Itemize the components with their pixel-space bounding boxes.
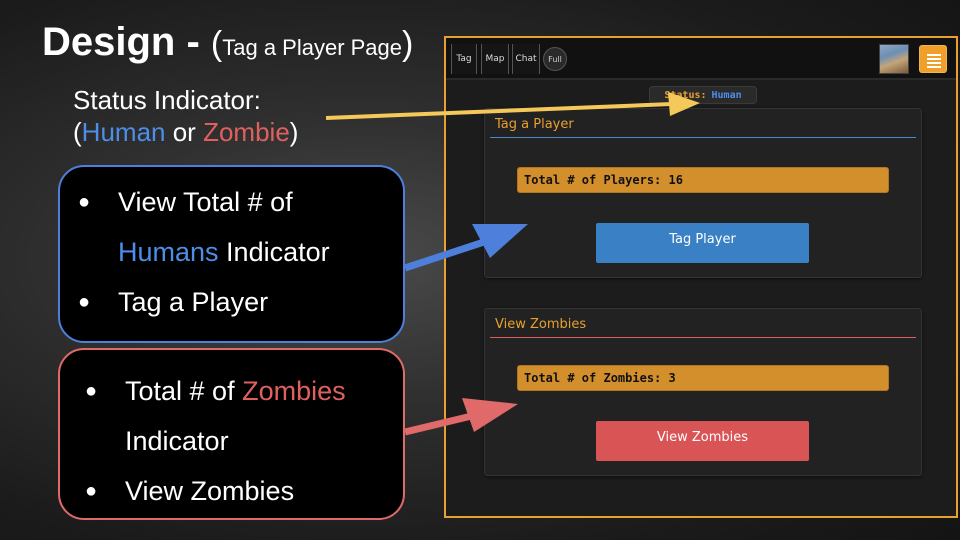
callout-text: Indicator [218,237,330,267]
bullet: ● [78,291,91,313]
zombies-panel-title: View Zombies [495,317,587,332]
zombie-features-callout: ● Total # of Zombies Indicator ● View Zomb… [58,348,405,520]
nav-tab-map[interactable]: Map [481,44,509,74]
user-avatar[interactable] [879,44,909,74]
hamburger-menu-icon[interactable] [919,45,947,73]
view-zombies-button[interactable]: View Zombies [596,421,809,461]
callout-zombies-word: Zombies [242,376,346,406]
status-note-human: Human [81,117,166,147]
callout-text: Tag a Player [118,287,269,317]
status-value: Human [711,89,742,101]
bullet: ● [85,480,98,502]
status-indicator-note: Status Indicator: (Human or Zombie) [73,84,298,148]
nav-full-button[interactable]: Full [543,47,567,71]
human-features-callout: ● View Total # of Humans Indicator ● Tag a… [58,165,405,343]
slide-title-open-paren: ( [210,25,223,63]
status-note-line1: Status Indicator: [73,85,261,115]
tag-player-panel: Tag a Player Total # of Players: 16 Tag … [484,108,922,278]
view-zombies-panel: View Zombies Total # of Zombies: 3 View … [484,308,922,476]
status-badge: Status: Human [649,86,757,104]
status-note-or: or [165,117,204,147]
callout-item-zombies-indicator: Indicator [125,416,229,466]
tag-panel-divider [490,137,916,138]
status-note-zombie: Zombie [203,117,290,147]
status-note-open: ( [73,117,82,147]
callout-item-total-zombies: ● Total # of Zombies [85,366,346,416]
app-mockup-window: Tag Map Chat Full Status: Human Tag a Pl… [444,36,958,518]
nav-tab-chat[interactable]: Chat [512,44,540,74]
callout-item-view-zombies: ● View Zombies [85,466,295,516]
status-label: Status: [664,89,707,101]
callout-text: Total # of [125,376,243,406]
bullet: ● [78,191,91,213]
callout-text: Indicator [125,426,229,456]
total-zombies-indicator: Total # of Zombies: 3 [517,365,889,391]
nav-tab-tag[interactable]: Tag [451,44,477,74]
callout-item-view-humans: ● View Total # of [78,177,293,227]
callout-text: View Zombies [125,476,295,506]
callout-text: View Total # of [118,187,293,217]
callout-humans-word: Humans [118,237,219,267]
zombies-panel-divider [490,337,916,338]
top-nav-bar: Tag Map Chat Full [446,38,956,80]
tag-panel-title: Tag a Player [495,117,574,132]
slide-title: Design - (Tag a Player Page) [42,20,413,65]
bullet: ● [85,380,98,402]
callout-item-humans-indicator: Humans Indicator [118,227,330,277]
slide-title-main: Design - [42,20,211,64]
total-players-indicator: Total # of Players: 16 [517,167,889,193]
status-note-close: ) [289,117,299,147]
slide-title-close-paren: ) [402,25,414,63]
status-note-line2: (Human or Zombie) [73,116,298,148]
tag-player-button[interactable]: Tag Player [596,223,809,263]
slide-title-sub: Tag a Player Page [222,35,403,60]
callout-item-tag-player: ● Tag a Player [78,277,269,327]
